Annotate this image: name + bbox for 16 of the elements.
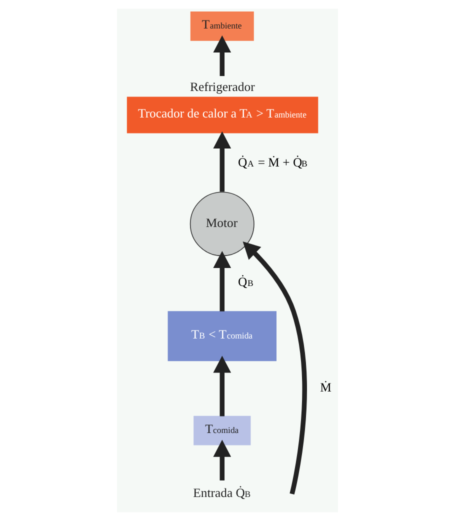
arrow	[242, 242, 306, 495]
node-box: Trocador de calor a TA > Tambiente	[126, 96, 318, 134]
node-box: TB < Tcomida	[167, 311, 276, 362]
node-text: Entrada Q̇B	[192, 486, 250, 500]
node-box: Tcomida	[193, 416, 250, 446]
arrow	[212, 356, 231, 416]
arrow	[212, 440, 231, 480]
edge-label: Ṁ	[320, 380, 331, 395]
node-box: Tambiente	[190, 11, 254, 41]
arrow	[212, 131, 231, 192]
arrow	[212, 35, 231, 76]
arrow	[212, 250, 231, 312]
node-circle: Motor	[189, 192, 254, 256]
node-label: Refrigerador	[190, 80, 254, 94]
edge-label: Q̇A = Ṁ + Q̇B	[238, 155, 307, 170]
edge-label: Q̇B	[238, 274, 253, 289]
